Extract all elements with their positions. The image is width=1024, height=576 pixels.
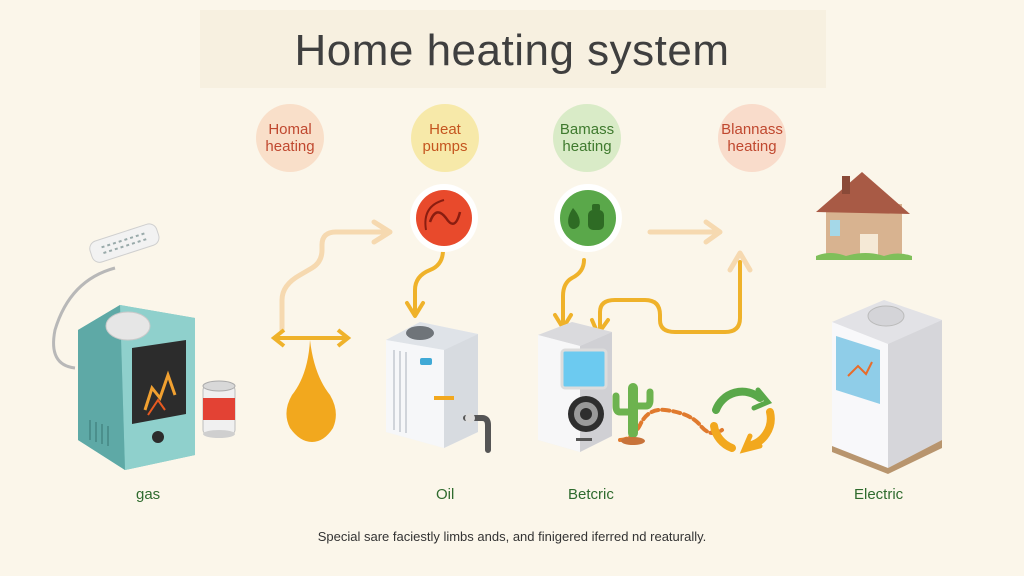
biomass-boiler-icon — [538, 322, 612, 452]
oil-drop-icon — [270, 328, 352, 442]
bubble-heat-pumps: Heat pumps — [411, 104, 479, 172]
gas-heater-icon — [52, 223, 195, 470]
bubble-homal-heating: Homal heating — [256, 104, 324, 172]
label-electric: Electric — [854, 486, 904, 503]
title-band — [200, 10, 826, 88]
arrow-gas-to-heatpump-head — [371, 219, 393, 245]
cactus-icon — [612, 383, 654, 445]
label-gas: gas — [136, 486, 161, 503]
heat-pump-icon — [410, 184, 478, 252]
biomass-icon — [554, 184, 622, 252]
fuel-can-icon — [202, 380, 236, 438]
caption: Special sare faciestly limbs ands, and f… — [317, 529, 707, 544]
bubble-blannass-heating: Blannass heating — [718, 104, 786, 172]
arrow-gas-to-heatpump — [279, 229, 387, 333]
arrow-to-house-head — [703, 219, 723, 245]
bubble-bamass-heating: Bamass heating — [553, 104, 621, 172]
bubble-label: Heat pumps — [422, 121, 468, 155]
arrow-heatpump-down — [413, 248, 445, 315]
arrow-heatpump-down-head — [405, 301, 425, 318]
page-title: Home heating system — [294, 26, 730, 75]
bubble-label: Homal heating — [265, 121, 315, 155]
oil-boiler-icon — [386, 322, 491, 453]
arrow-biomass-down — [561, 258, 586, 327]
arrow-loop-up — [598, 260, 742, 334]
bubble-label: Blannass heating — [721, 121, 783, 155]
recycle-cycle-icon — [710, 387, 775, 454]
house-icon — [816, 172, 912, 260]
bubble-label: Bamass heating — [559, 121, 615, 155]
label-betcric: Betcric — [568, 486, 614, 503]
arrow-loop-up-head — [727, 250, 753, 273]
label-oil: Oil — [436, 486, 455, 503]
electric-boiler-icon — [832, 300, 942, 474]
flow-arrows — [279, 219, 753, 442]
